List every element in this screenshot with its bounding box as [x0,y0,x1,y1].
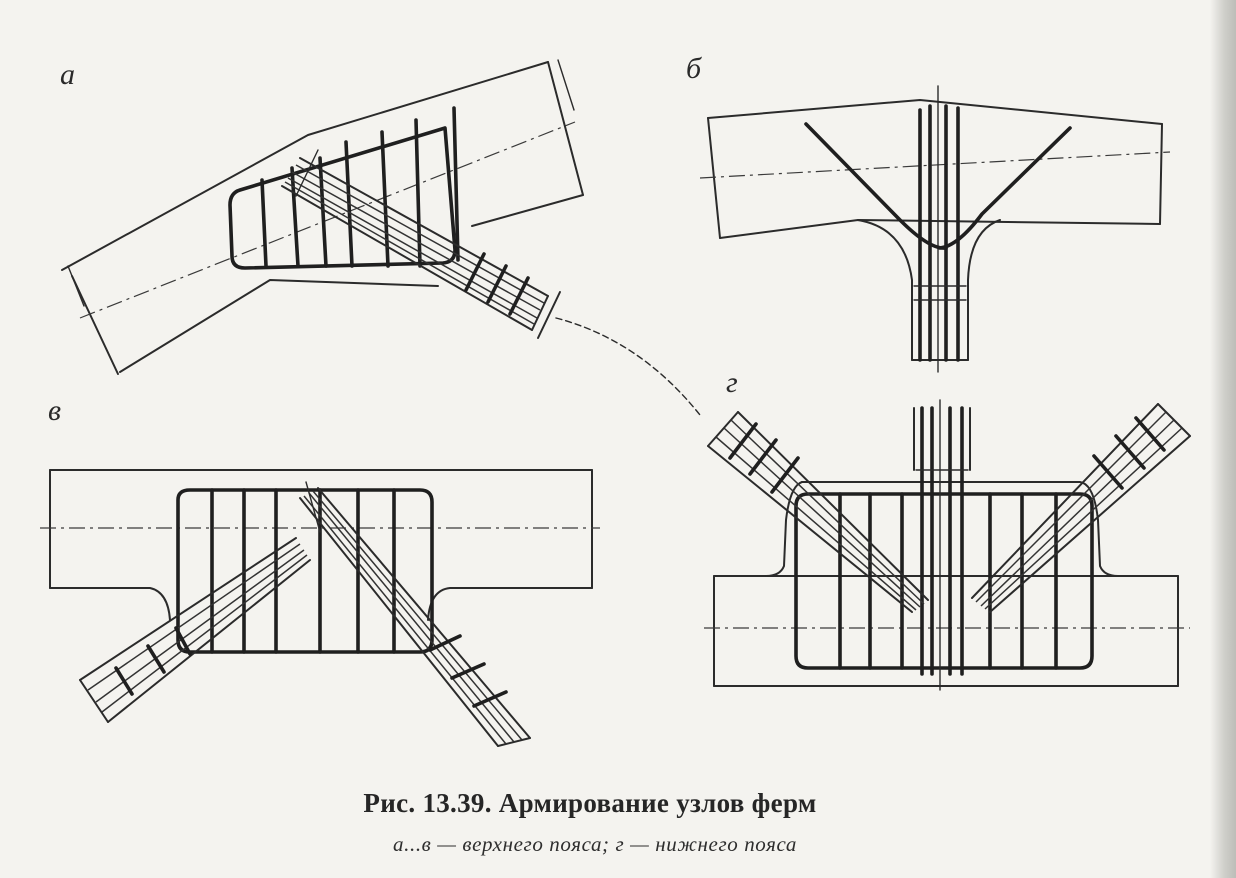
figure-subcaption: а...в — верхнего пояса; г — нижнего пояс… [393,832,797,856]
panel-g-post [913,399,971,691]
scan-edge-shadow [1210,0,1236,878]
panel-g-right-brace [971,403,1191,613]
panel-a-brace [281,149,561,339]
panel-a-label: а [60,58,75,91]
panel-v-drawing [40,469,600,747]
panel-v-stirrups [210,488,396,654]
panel-v-label: в [48,394,62,427]
panel-g-stirrups [838,492,1058,670]
panel-g-label: г [726,366,738,399]
panel-v-right-brace [299,481,531,747]
panel-g-left-brace [707,411,929,613]
figure-caption: Рис. 13.39. Армирование узлов ферм [363,788,817,818]
panel-b-drawing [699,85,1171,373]
panel-a-drawing [61,59,584,375]
panel-g-drawing [704,399,1191,691]
panel-v-left-brace [79,537,311,723]
panel-b-label: б [686,52,702,85]
